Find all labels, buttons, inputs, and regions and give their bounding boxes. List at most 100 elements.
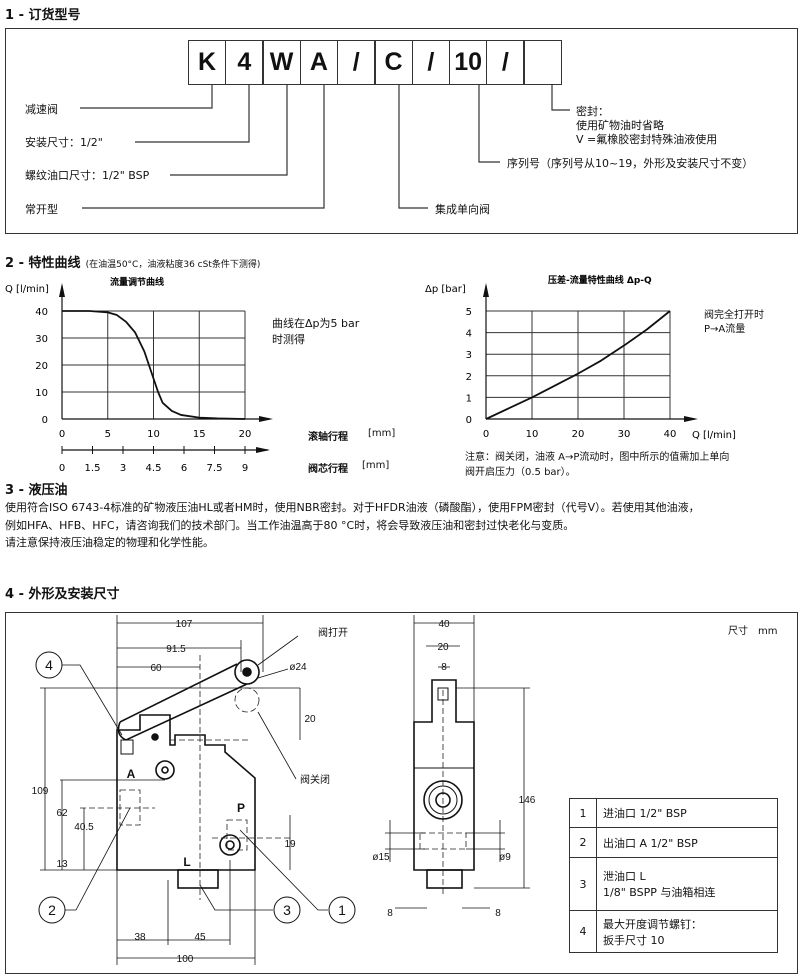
section3-title: 3 - 液压油 <box>5 483 68 498</box>
spool-tick-label: 1.5 <box>85 463 101 474</box>
x-tick-label: 10 <box>147 429 160 440</box>
x-tick-label: 0 <box>59 429 65 440</box>
y-axis-label: Δp [bar] <box>425 284 466 295</box>
row-no: 2 <box>569 827 597 858</box>
ordering-code-box <box>5 28 798 234</box>
side-dim-20: 20 <box>437 642 449 653</box>
roller-stroke-unit: [mm] <box>368 428 396 439</box>
spool-tick-label: 4.5 <box>146 463 162 474</box>
dim-13: 13 <box>56 859 68 870</box>
oil-text-2: 例如HFA、HFB、HFC，请咨询我们的技术部门。当工作油温高于80 °C时，将… <box>5 519 575 532</box>
y-tick-label: 5 <box>466 307 472 318</box>
y-tick-label: 0 <box>42 415 48 426</box>
row-text: 出油口 A 1/2" BSP <box>596 827 778 858</box>
x-tick-label: 0 <box>483 429 489 440</box>
label-normally-open: 常开型 <box>25 203 58 216</box>
label-seal-title: 密封： <box>576 105 609 118</box>
y-tick-label: 20 <box>35 361 48 372</box>
note-bottom-1: 注意：阀关闭，油液 A→P流动时，图中所示的值需加上单向 <box>465 452 730 463</box>
y-tick-label: 2 <box>466 372 472 383</box>
dim-91-5: 91.5 <box>166 644 186 655</box>
y-tick-label: 30 <box>35 334 48 345</box>
x-axis-arrow <box>684 416 698 422</box>
row-text-line: 泄油口 L <box>603 870 646 883</box>
row-text: 进油口 1/2" BSP <box>596 798 778 828</box>
y-tick-label: 0 <box>466 415 472 426</box>
callout-3-text: 3 <box>283 902 291 918</box>
dim-20: 20 <box>304 714 316 725</box>
code-cell: / <box>486 40 525 85</box>
row-text-line: 1/8" BSPP 与油箱相连 <box>603 886 716 899</box>
y-tick-label: 4 <box>466 329 472 340</box>
note-left-1: 曲线在Δp为5 bar <box>272 317 360 330</box>
oil-text-3: 请注意保持液压油稳定的物理和化学性能。 <box>5 536 214 549</box>
series-line <box>485 310 671 420</box>
y-axis-label: Q [l/min] <box>5 284 49 295</box>
x-axis-arrow <box>259 416 273 422</box>
callout-3 <box>273 896 301 924</box>
valve-body-front <box>116 714 256 871</box>
port-a-label: A <box>127 767 136 781</box>
code-cell <box>523 40 562 85</box>
row-no: 3 <box>569 857 597 911</box>
dim-19: 19 <box>284 839 296 850</box>
side-dim-d15: ø15 <box>372 852 390 863</box>
code-cell: K <box>188 40 226 85</box>
spool-stroke-unit: [mm] <box>362 460 390 471</box>
note-bottom-2: 阀开启压力（0.5 bar）。 <box>465 467 576 478</box>
port-p-label: P <box>237 801 245 815</box>
note-left-2: 时测得 <box>272 333 305 346</box>
section4-title: 4 - 外形及安装尺寸 <box>5 587 120 602</box>
row-text-line: 扳手尺寸 10 <box>603 933 665 947</box>
unit-label: 尺寸 mm <box>728 626 778 637</box>
dim-40-5: 40.5 <box>74 822 94 833</box>
section2-heading: 2 - 特性曲线 (在油温50°C，油液粘度36 cSt条件下测得) <box>5 252 260 271</box>
label-thread: 螺纹油口尺寸：1/2" BSP <box>25 169 150 182</box>
row-text-line: 最大开度调节螺钉： <box>603 917 702 931</box>
callout-1 <box>328 896 356 924</box>
callout-2-text: 2 <box>48 902 56 918</box>
x-axis-label: Q [l/min] <box>692 430 736 441</box>
side-dim-40: 40 <box>438 619 450 630</box>
code-cell: W <box>262 40 301 85</box>
callout-2 <box>38 896 66 924</box>
dim-38: 38 <box>134 932 146 943</box>
y-axis-arrow <box>483 283 489 297</box>
port-l-label: L <box>183 855 190 869</box>
y-tick-label: 10 <box>35 388 48 399</box>
dim-45: 45 <box>194 932 206 943</box>
x-tick-label: 20 <box>239 429 252 440</box>
note-right-1: 阀完全打开时 <box>704 310 764 321</box>
side-dim-8-left: 8 <box>387 908 393 919</box>
side-dim-8: 8 <box>441 662 447 673</box>
row-text: 泄油口 L 1/8" BSPP 与油箱相连 <box>596 857 778 911</box>
code-cell: / <box>411 40 450 85</box>
label-reducer: 减速阀 <box>25 103 58 116</box>
valve-body-side <box>413 679 475 871</box>
section2-title: 2 - 特性曲线 <box>5 256 81 271</box>
drain-plug <box>177 869 219 889</box>
port-side <box>423 780 463 820</box>
x-tick-label: 40 <box>664 429 677 440</box>
spool-tick-label: 9 <box>242 463 248 474</box>
series-line <box>62 310 246 420</box>
table-row: 3 泄油口 L 1/8" BSPP 与油箱相连 <box>569 857 778 911</box>
spool-stroke-label: 阀芯行程 <box>308 464 348 475</box>
label-size: 安装尺寸：1/2" <box>25 136 103 149</box>
code-cell: C <box>374 40 413 85</box>
x-tick-label: 20 <box>572 429 585 440</box>
x-tick-label: 10 <box>526 429 539 440</box>
note-right-2: P→A流量 <box>704 324 746 335</box>
port-l-front <box>219 834 241 856</box>
spool-tick-label: 3 <box>120 463 126 474</box>
spool-tick-label: 7.5 <box>207 463 223 474</box>
side-dim-d9: ø9 <box>499 852 511 863</box>
dimension-lines <box>40 615 530 965</box>
y-tick-label: 1 <box>466 393 472 404</box>
